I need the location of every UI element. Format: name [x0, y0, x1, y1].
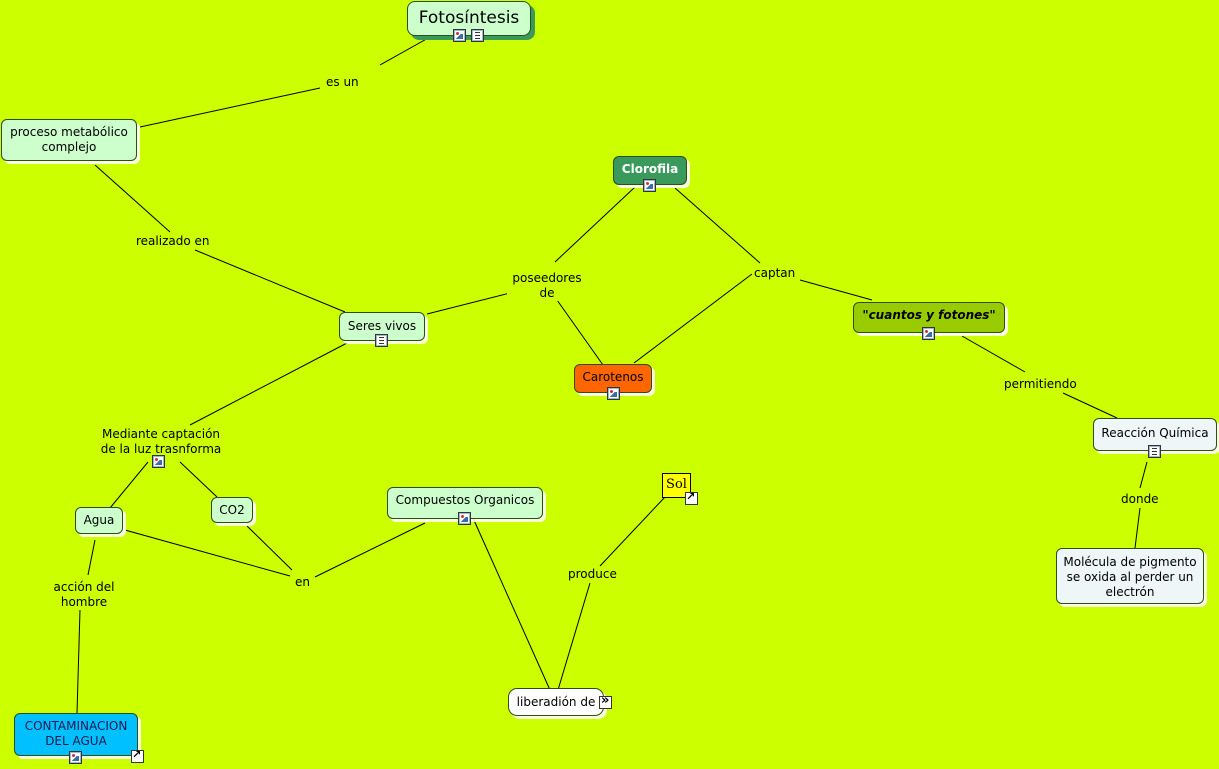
link-line [961, 335, 1026, 373]
link-label-realizado-en: realizado en [134, 234, 212, 249]
link-line [674, 187, 761, 264]
image-icon[interactable] [607, 387, 620, 400]
link-line [87, 539, 96, 576]
image-icon[interactable] [458, 512, 471, 525]
link-line [194, 249, 346, 313]
link-line [246, 525, 293, 571]
link-line [1139, 461, 1148, 489]
node-fotosintesis[interactable]: Fotosíntesis [407, 1, 531, 36]
node-label: Clorofila [621, 162, 679, 176]
node-label: CO2 [219, 503, 245, 517]
link-line [139, 87, 321, 128]
document-icon[interactable] [375, 334, 388, 347]
link-line [599, 496, 666, 567]
submap-icon[interactable] [599, 693, 612, 709]
node-label: Molécula de pigmento se oxida al perder … [1063, 555, 1197, 599]
link-line [1062, 392, 1118, 419]
node-label: Reacción Química [1101, 426, 1209, 440]
link-label-accion: acción del hombre [42, 580, 126, 610]
node-label: "cuantos y fotones" [862, 308, 996, 322]
link-line [554, 186, 636, 263]
link-line [109, 461, 149, 509]
node-reaccion-quimica[interactable]: Reacción Química [1093, 418, 1217, 451]
link-label-es-un: es un [324, 75, 361, 90]
image-icon[interactable] [643, 179, 656, 192]
link-line [472, 517, 551, 691]
image-icon[interactable] [152, 455, 165, 468]
image-icon[interactable] [453, 29, 466, 42]
node-label: CONTAMINACION DEL AGUA [24, 719, 128, 748]
document-icon[interactable] [471, 29, 484, 42]
image-icon[interactable] [69, 751, 82, 764]
node-label: liberadión de [516, 695, 596, 709]
link-line [799, 279, 873, 301]
node-label: Agua [83, 513, 115, 527]
link-line [1134, 507, 1141, 549]
link-arrow-icon[interactable] [685, 490, 698, 505]
link-label-permitiendo: permitiendo [1002, 377, 1079, 392]
node-label: Sol [666, 477, 687, 492]
link-line [379, 36, 431, 66]
link-line [124, 529, 291, 577]
link-line [179, 461, 218, 498]
node-contaminacion[interactable]: CONTAMINACION DEL AGUA [14, 713, 138, 756]
link-line [76, 609, 81, 714]
link-label-produce: produce [566, 567, 619, 582]
node-co2[interactable]: CO2 [211, 497, 253, 523]
link-arrow-icon[interactable] [131, 748, 144, 763]
link-line [189, 342, 348, 426]
node-label: Fotosíntesis [418, 8, 520, 28]
link-line [314, 522, 426, 578]
node-label: Carotenos [582, 370, 644, 384]
link-line [557, 582, 591, 691]
image-icon[interactable] [922, 327, 935, 340]
link-line [426, 292, 511, 315]
node-label: Compuestos Organicos [395, 493, 535, 507]
link-line [94, 164, 171, 233]
link-line [556, 299, 604, 366]
link-label-mediante: Mediante captación de la luz trasnforma [94, 427, 228, 457]
link-label-en: en [293, 575, 312, 590]
link-line [633, 273, 753, 364]
node-liberacion[interactable]: liberadión de [508, 688, 604, 716]
link-label-donde: donde [1119, 492, 1161, 507]
node-proceso-metabolico[interactable]: proceso metabólico complejo [1, 119, 137, 161]
node-label: Seres vivos [347, 319, 417, 333]
node-molecula-pigmento[interactable]: Molécula de pigmento se oxida al perder … [1056, 548, 1204, 604]
link-label-captan: captan [752, 266, 798, 281]
link-label-poseedores-de: poseedores de [507, 271, 587, 301]
node-agua[interactable]: Agua [75, 507, 123, 534]
document-icon[interactable] [1148, 445, 1161, 458]
node-label: proceso metabólico complejo [10, 125, 128, 154]
